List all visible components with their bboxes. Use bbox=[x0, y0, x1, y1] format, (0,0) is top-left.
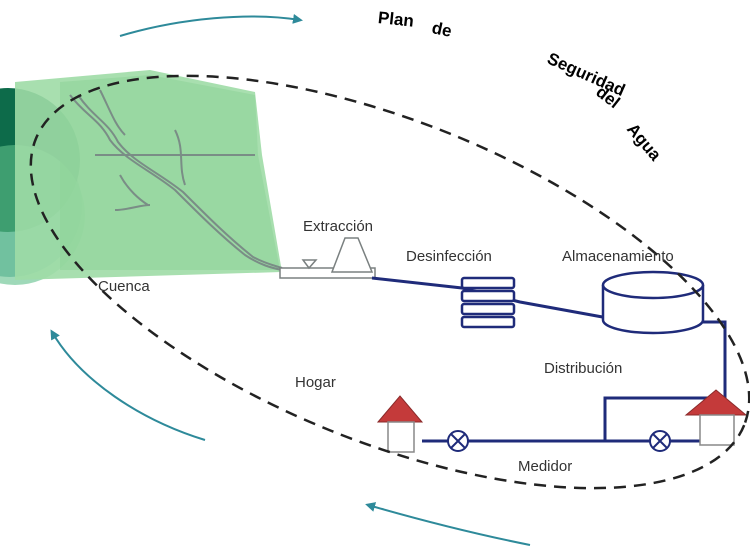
arrow-bottom bbox=[365, 502, 531, 546]
meter-right bbox=[649, 430, 671, 452]
label-extraction: Extracción bbox=[303, 218, 374, 235]
extraction-structure bbox=[279, 237, 376, 279]
arrow-top bbox=[119, 13, 303, 37]
label-household: Hogar bbox=[295, 374, 336, 391]
label-disinfection: Desinfección bbox=[406, 248, 492, 265]
meter-left bbox=[447, 430, 469, 452]
storage-tank bbox=[601, 270, 705, 335]
house-right bbox=[684, 389, 748, 446]
watershed-area-inner bbox=[60, 75, 280, 270]
river-lines bbox=[69, 89, 283, 271]
house-left bbox=[376, 395, 424, 453]
title-word: de bbox=[430, 18, 454, 41]
label-distribution: Distribución bbox=[544, 360, 623, 377]
label-meter: Medidor bbox=[518, 458, 573, 475]
disinfection-units bbox=[460, 276, 516, 329]
title-word: Plan bbox=[377, 8, 415, 31]
cycle-arrows bbox=[50, 13, 531, 546]
label-watershed: Cuenca bbox=[98, 278, 150, 295]
arrow-left bbox=[50, 329, 206, 441]
label-storage: Almacenamiento bbox=[562, 248, 674, 265]
